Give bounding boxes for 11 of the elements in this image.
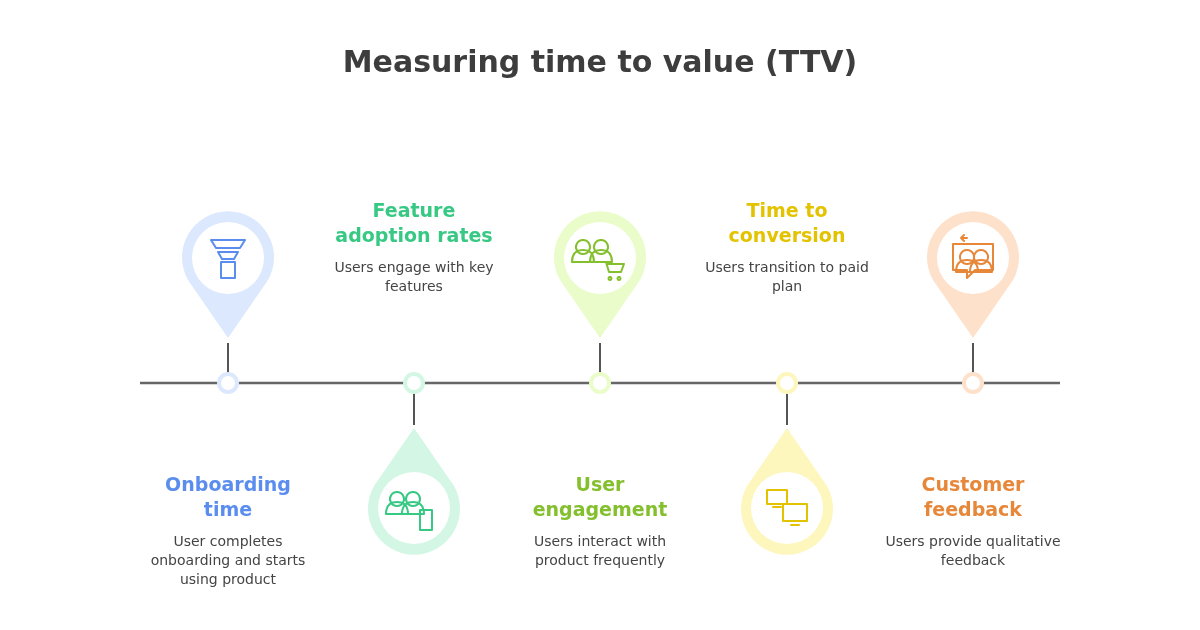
milestone-description: User completes onboarding and starts using product	[149, 532, 307, 589]
milestone-title: Onboarding time	[164, 472, 292, 522]
milestone-title: Customer feedback	[920, 472, 1026, 522]
milestone-title: Time to conversion	[727, 198, 847, 248]
title: Measuring time to value (TTV)	[341, 44, 859, 79]
milestone-title: User engagement	[531, 472, 669, 522]
milestone-description: Users engage with key features	[333, 258, 495, 296]
milestone-title: Feature adoption rates	[334, 198, 494, 248]
milestone-description: Users provide qualitative feedback	[884, 532, 1062, 570]
milestone-description: Users interact with product frequently	[532, 532, 668, 570]
milestone-description: Users transition to paid plan	[704, 258, 870, 296]
